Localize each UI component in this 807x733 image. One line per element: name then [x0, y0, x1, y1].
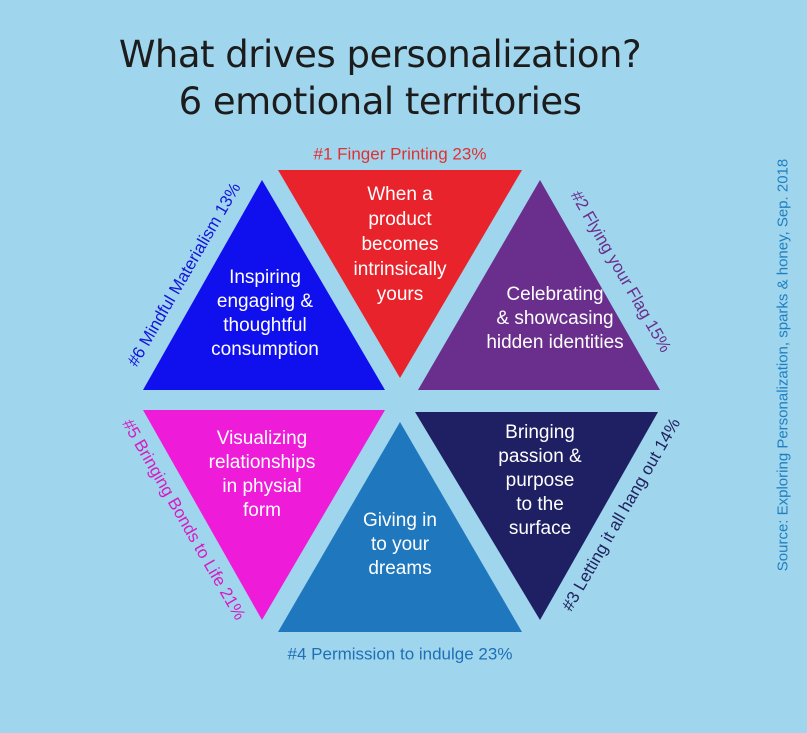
territory-5-triangle	[143, 410, 385, 620]
title-line-2: 6 emotional territories	[178, 80, 582, 123]
territory-4-label: #4 Permission to indulge 23%	[288, 644, 513, 663]
territory-1-label: #1 Finger Printing 23%	[314, 144, 487, 163]
territory-2-triangle	[418, 180, 660, 390]
title-line-1: What drives personalization?	[118, 33, 642, 76]
territory-1-triangle	[278, 170, 522, 378]
territory-4-triangle	[278, 422, 522, 632]
source-note: Source: Exploring Personalization, spark…	[774, 158, 792, 572]
territory-6-triangle	[143, 180, 385, 390]
territory-3-triangle	[415, 412, 658, 620]
